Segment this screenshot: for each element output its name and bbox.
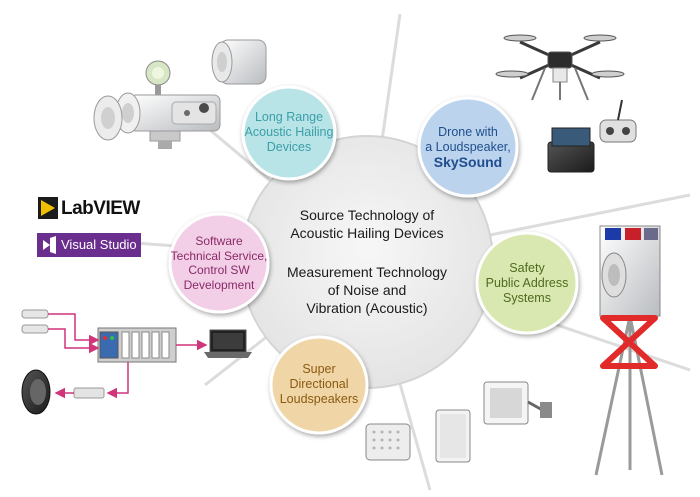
labview-logo: [38, 197, 58, 219]
drone-illustration: [495, 34, 625, 101]
ground-station-illustration: [547, 99, 637, 173]
node-hailing-line-3: Devices: [266, 140, 312, 154]
labview-text: LabVIEW: [61, 198, 140, 219]
node-hailing-line-2: Acoustic Hailing: [244, 125, 334, 139]
measurement-system-illustration: [21, 309, 252, 415]
center-line-3: Measurement Technology: [286, 264, 448, 280]
center-line-4: of Noise and: [327, 282, 407, 298]
node-circle-drone: [417, 96, 519, 198]
center-line-1: Source Technology of: [299, 207, 435, 223]
node-circle-directional: [269, 335, 369, 435]
visual-studio-text: Visual Studio: [61, 237, 137, 252]
node-circle-safety: [475, 231, 579, 335]
center-source-text: Source Technology of Acoustic Hailing De…: [262, 206, 472, 242]
hailing-device-illustration: [93, 39, 267, 149]
directional-speakers-illustration: [365, 381, 552, 463]
visual-studio-logo: [37, 233, 141, 257]
signal-arrows: [48, 313, 208, 399]
node-label-hailing: Long Range Acoustic Hailing Devices: [241, 110, 337, 155]
center-line-5: Vibration (Acoustic): [306, 300, 428, 316]
node-drone-line-1: Drone with: [438, 125, 498, 139]
node-circle-software: [168, 212, 270, 314]
node-directional-line-1: Super: [302, 362, 336, 376]
node-label-safety: Safety Public Address Systems: [477, 261, 577, 306]
center-measurement-text: Measurement Technology of Noise and Vibr…: [262, 263, 472, 317]
node-hailing-line-1: Long Range: [254, 110, 324, 124]
node-label-software: Software Technical Service, Control SW D…: [168, 234, 270, 292]
node-safety-line-1: Safety: [509, 261, 545, 275]
node-label-drone: Drone with a Loudspeaker, SkySound: [418, 125, 518, 170]
node-drone-line-3: SkySound: [433, 154, 503, 170]
node-safety-line-2: Public Address: [485, 276, 569, 290]
node-software-line-3: Control SW: [188, 263, 250, 277]
node-safety-line-3: Systems: [503, 291, 551, 305]
node-software-line-1: Software: [195, 234, 243, 248]
node-directional-line-3: Loudspeakers: [279, 392, 359, 406]
node-label-directional: Super Directional Loudspeakers: [270, 362, 368, 407]
safety-pa-illustration: [594, 225, 664, 476]
center-line-2: Acoustic Hailing Devices: [290, 225, 444, 241]
node-software-line-2: Technical Service,: [170, 248, 268, 263]
node-drone-line-2: a Loudspeaker,: [425, 140, 511, 154]
node-software-line-4: Development: [183, 277, 255, 292]
node-circle-hailing: [241, 85, 337, 181]
node-directional-line-2: Directional: [289, 377, 349, 391]
